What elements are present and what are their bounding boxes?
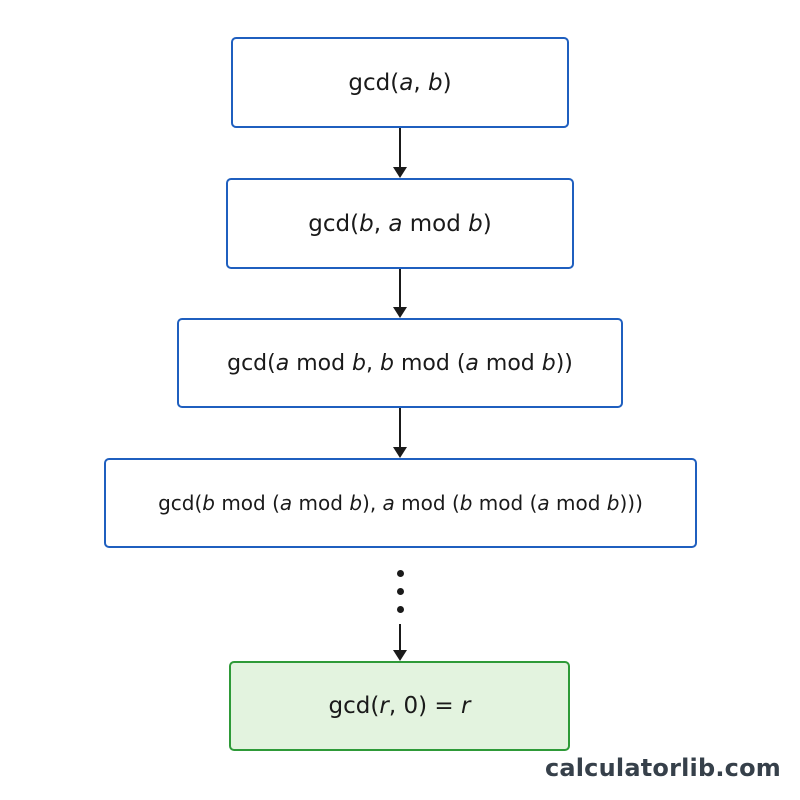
step-box-1: gcd(a, b) [231, 37, 569, 128]
site-watermark: calculatorlib.com [544, 754, 781, 782]
variable: b [349, 491, 363, 515]
formula-text: , [373, 210, 389, 237]
variable: b [202, 491, 215, 515]
formula-text: , 0) = [388, 693, 461, 719]
variable: b [359, 210, 374, 237]
variable: b [352, 350, 367, 376]
arrow-head-icon [393, 447, 407, 458]
formula-text: gcd( [328, 693, 380, 719]
variable: r [379, 693, 389, 719]
formula-text: , [366, 350, 381, 376]
formula-text: mod [478, 350, 542, 376]
variable: a [275, 350, 290, 376]
step-box-3: gcd(a mod b, b mod (a mod b)) [177, 318, 623, 408]
arrow-shaft [399, 624, 401, 651]
formula-text: mod ( [393, 350, 466, 376]
step-box-2: gcd(b, a mod b) [226, 178, 574, 269]
variable: a [465, 350, 479, 376]
formula-text: , [413, 69, 428, 96]
variable: a [399, 69, 414, 96]
variable: a [537, 491, 550, 515]
ellipsis-dot-2 [396, 588, 404, 595]
variable: b [468, 210, 483, 237]
variable: b [541, 350, 556, 376]
formula-text: mod [292, 491, 350, 515]
variable: b [427, 69, 443, 96]
arrow-head-icon [393, 167, 407, 178]
variable: b [380, 350, 394, 376]
formula-text: gcd( [308, 210, 360, 237]
arrow-to-final [393, 624, 407, 661]
step-box-4: gcd(b mod (a mod b), a mod (b mod (a mod… [104, 458, 697, 548]
formula-text: ) [482, 210, 492, 237]
formula-text: ))) [619, 491, 643, 515]
variable: a [279, 491, 293, 515]
arrow-head-icon [393, 650, 407, 661]
formula-text: ) [442, 69, 452, 96]
arrow-2-to-3 [393, 269, 407, 318]
step-1-text: gcd(a, b) [348, 70, 451, 96]
step-4-text: gcd(b mod (a mod b), a mod (b mod (a mod… [158, 491, 643, 515]
final-step-text: gcd(r, 0) = r [329, 693, 471, 719]
ellipsis-dot-1 [396, 570, 404, 577]
arrow-head-icon [393, 307, 407, 318]
final-step-box: gcd(r, 0) = r [229, 661, 570, 751]
variable: b [459, 491, 473, 515]
formula-text: mod ( [214, 491, 280, 515]
formula-text: ), [362, 491, 383, 515]
variable: r [460, 693, 471, 719]
formula-text: )) [555, 350, 573, 376]
formula-text: mod [402, 210, 469, 237]
arrow-3-to-4 [393, 408, 407, 458]
arrow-shaft [399, 269, 401, 308]
arrow-shaft [399, 408, 401, 448]
formula-text: mod ( [394, 491, 460, 515]
arrow-1-to-2 [393, 128, 407, 178]
formula-text: gcd( [348, 69, 400, 96]
variable: b [606, 491, 620, 515]
arrow-shaft [399, 128, 401, 168]
formula-text: gcd( [227, 350, 276, 376]
variable: a [382, 491, 395, 515]
formula-text: gcd( [158, 491, 203, 515]
ellipsis-dot-3 [396, 606, 404, 613]
formula-text: mod [549, 491, 607, 515]
formula-text: mod ( [472, 491, 538, 515]
formula-text: mod [289, 350, 353, 376]
variable: a [388, 210, 403, 237]
step-3-text: gcd(a mod b, b mod (a mod b)) [227, 351, 573, 376]
step-2-text: gcd(b, a mod b) [308, 211, 491, 237]
